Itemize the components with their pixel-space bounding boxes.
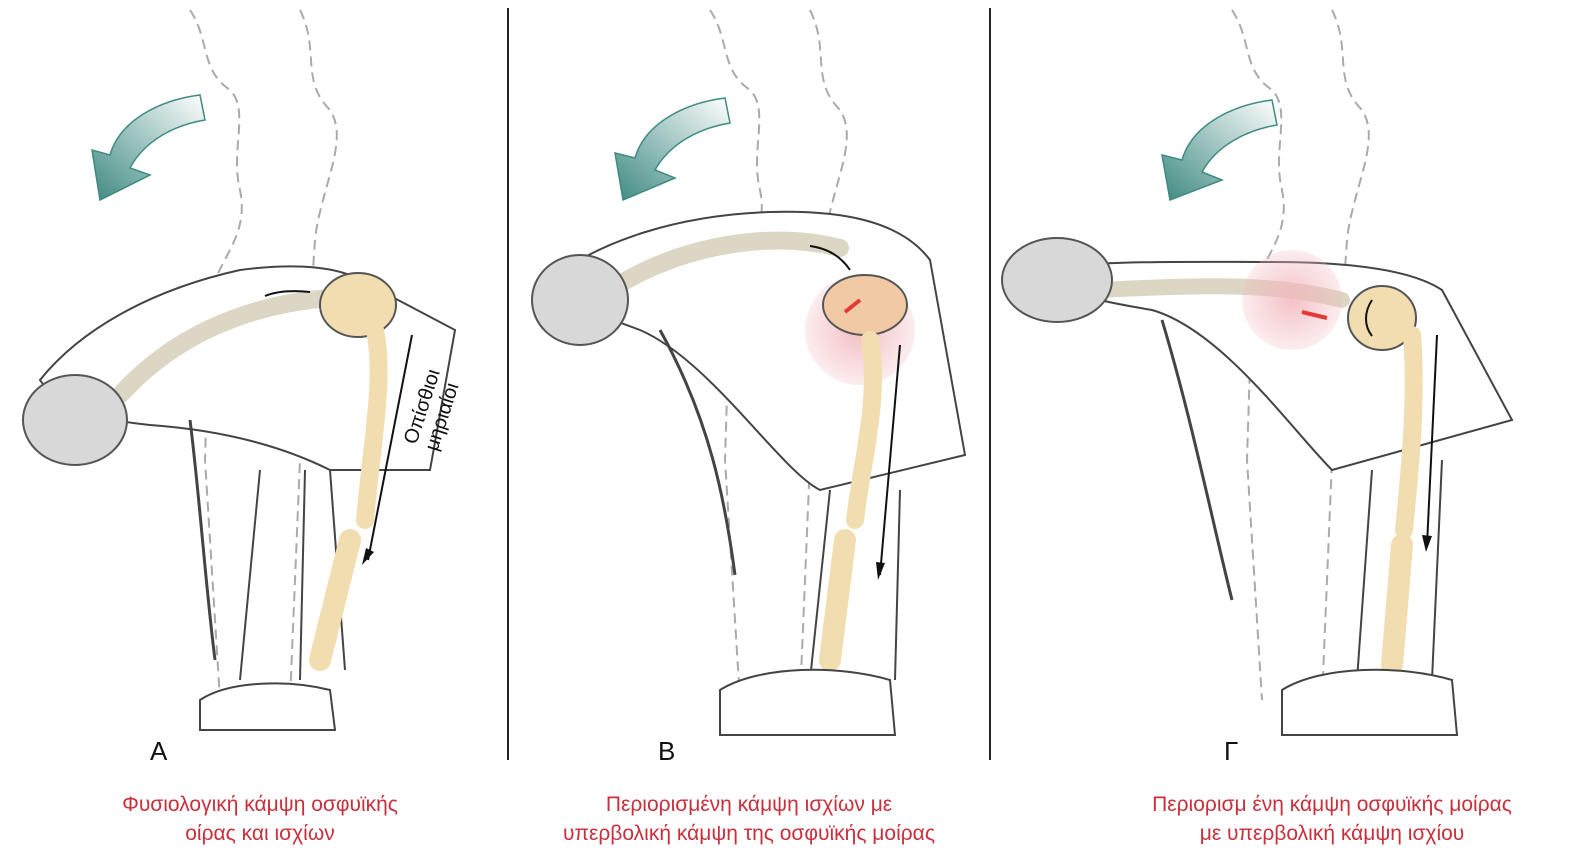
panel-divider-1 xyxy=(507,8,509,760)
femur xyxy=(1404,335,1414,530)
panel-a-caption-line2: οίρας και ισχίων xyxy=(40,819,480,848)
panel-b-letter: B xyxy=(658,736,675,767)
head xyxy=(23,375,127,465)
panel-c: Γ Περιορισμ ένη κάμψη οσφυϊκής μοίρας με… xyxy=(992,0,1592,856)
panel-b: B Περιορισμένη κάμψη ισχίων με υπερβολικ… xyxy=(510,0,988,856)
flexion-direction-arrow-icon xyxy=(92,95,205,200)
tibia xyxy=(1392,545,1402,665)
panel-c-caption-line1: Περιορισμ ένη κάμψη οσφυϊκής μοίρας xyxy=(1072,790,1592,819)
feet xyxy=(200,683,335,730)
lumbar-highlight xyxy=(1242,250,1342,350)
panel-a-caption: Φυσιολογική κάμψη οσφυϊκής οίρας και ισχ… xyxy=(40,790,480,848)
hamstring-arrowhead-icon xyxy=(362,548,374,565)
hamstring-arrowhead-icon xyxy=(876,562,885,580)
head xyxy=(1002,238,1112,322)
feet xyxy=(1282,670,1457,735)
panel-a: Οπίσθιοι μηριαίοι A Φυσιολογική κάμψη οσ… xyxy=(0,0,505,856)
panel-b-illustration xyxy=(510,0,988,760)
hamstring-arrowhead-icon xyxy=(1422,535,1432,552)
panel-c-illustration xyxy=(992,0,1592,760)
flexion-direction-arrow-icon xyxy=(615,98,730,200)
panel-c-letter: Γ xyxy=(1224,736,1238,767)
panel-divider-2 xyxy=(989,8,991,760)
panel-c-caption: Περιορισμ ένη κάμψη οσφυϊκής μοίρας με υ… xyxy=(1072,790,1592,848)
tibia xyxy=(320,540,350,660)
panel-a-letter: A xyxy=(150,736,167,767)
feet xyxy=(720,670,895,735)
pelvis xyxy=(823,275,907,335)
pelvis xyxy=(320,273,396,337)
tibia xyxy=(830,540,845,660)
arm xyxy=(190,420,215,660)
panel-b-caption-line2: υπερβολική κάμψη της οσφυϊκής μοίρας xyxy=(510,819,988,848)
head xyxy=(532,255,628,345)
panel-a-caption-line1: Φυσιολογική κάμψη οσφυϊκής xyxy=(40,790,480,819)
panel-b-caption-line1: Περιορισμένη κάμψη ισχίων με xyxy=(510,790,988,819)
flexion-direction-arrow-icon xyxy=(1162,100,1277,200)
panel-c-caption-line2: με υπερβολική κάμψη ισχίου xyxy=(1072,819,1592,848)
panel-b-caption: Περιορισμένη κάμψη ισχίων με υπερβολική … xyxy=(510,790,988,848)
arm xyxy=(1162,320,1232,600)
